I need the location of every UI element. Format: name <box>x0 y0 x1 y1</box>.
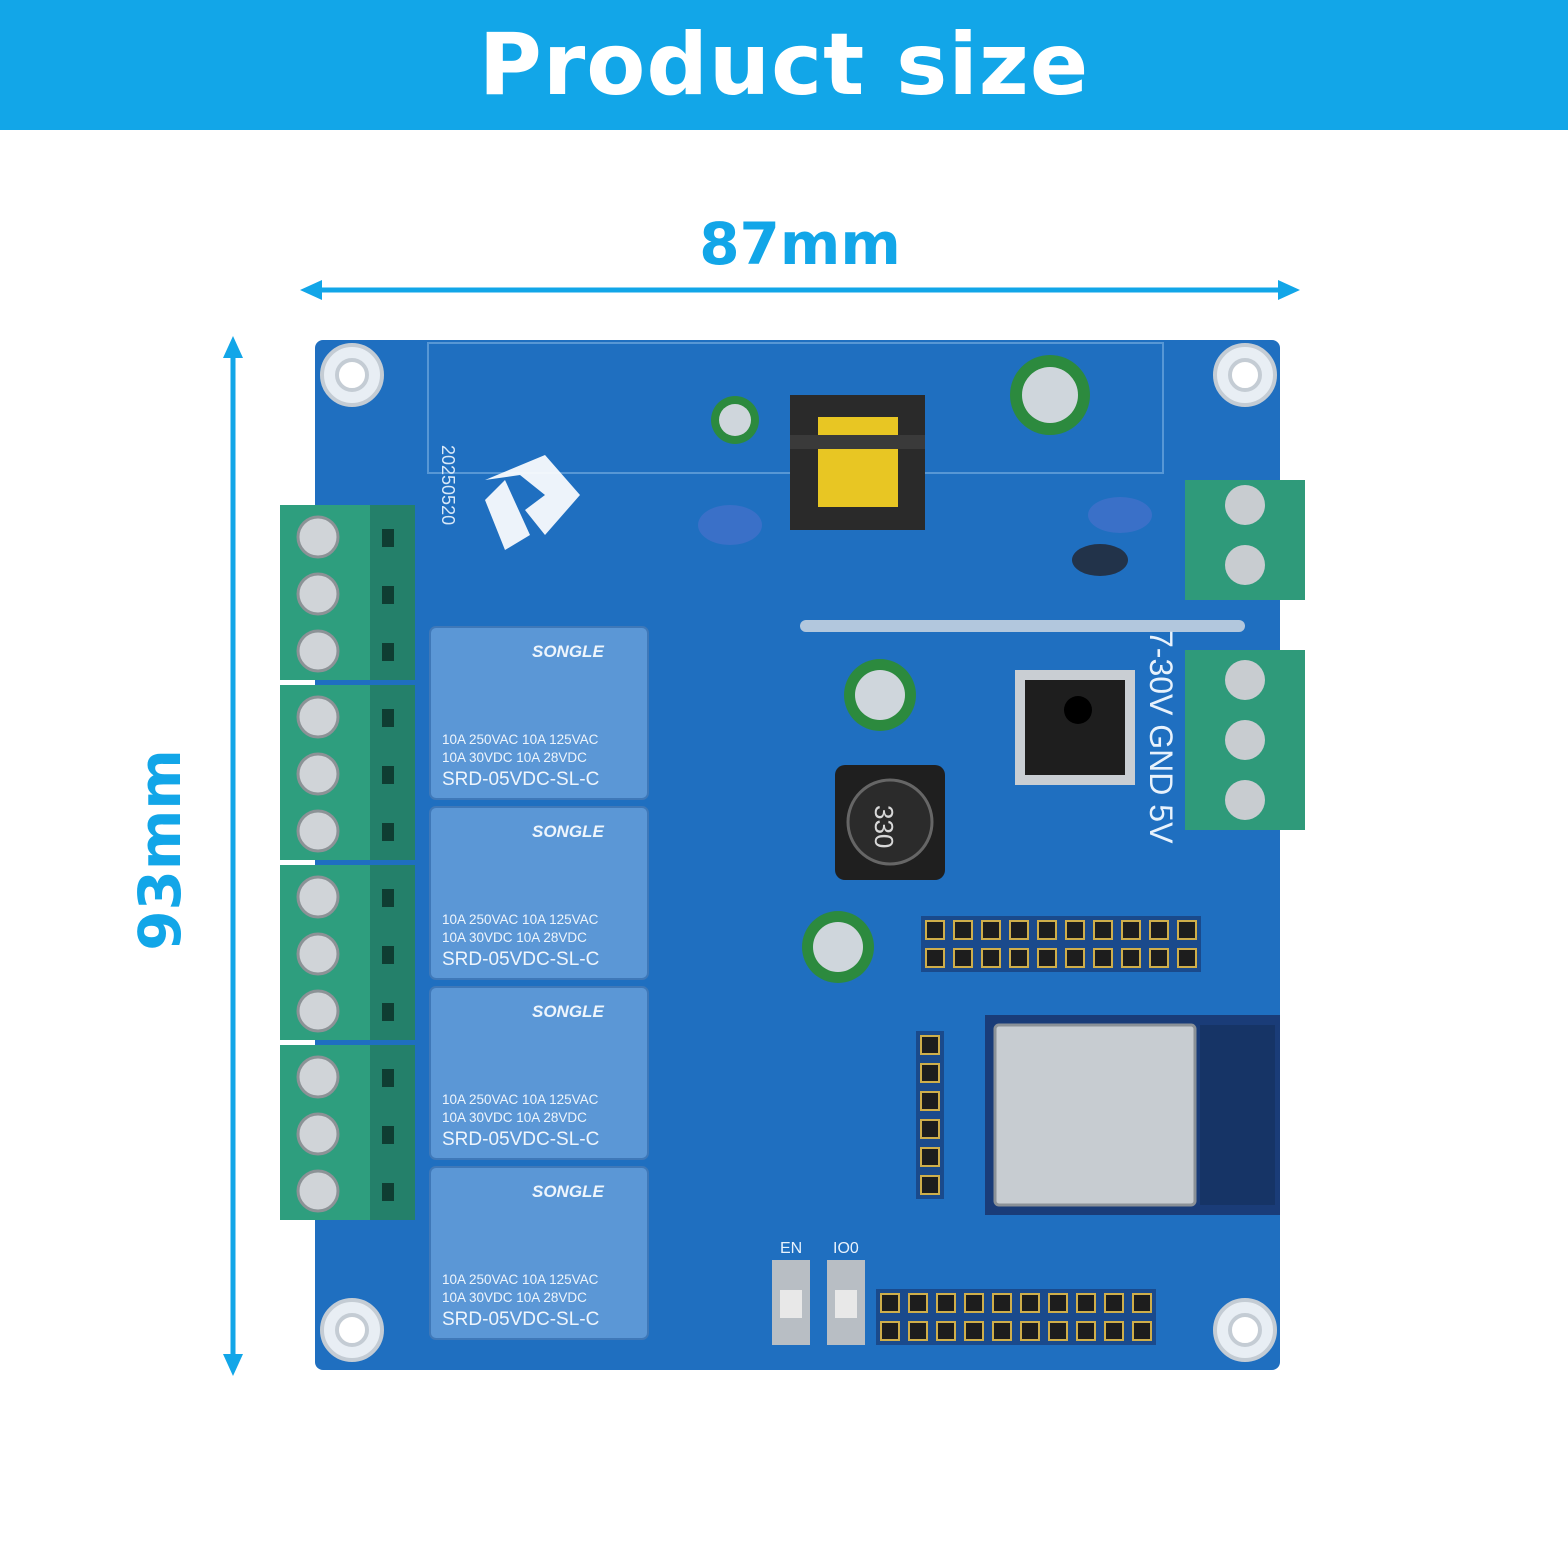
relay: SONGLE 10A 250VAC 10A 125VAC 10A 30VDC 10A… <box>429 626 649 800</box>
svg-text:10A 250VAC 10A 125VAC: 10A 250VAC 10A 125VAC <box>442 732 599 747</box>
svg-text:SRD-05VDC-SL-C: SRD-05VDC-SL-C <box>442 1309 599 1330</box>
dc-input-terminal <box>1185 650 1305 830</box>
voltage-regulator <box>1015 670 1135 785</box>
svg-text:10A 30VDC 10A 28VDC: 10A 30VDC 10A 28VDC <box>442 930 587 945</box>
svg-text:10A 30VDC 10A 28VDC: 10A 30VDC 10A 28VDC <box>442 1110 587 1125</box>
transformer <box>790 395 925 530</box>
terminal-block <box>280 505 415 680</box>
power-inductor: 330 <box>835 765 945 880</box>
terminal-block <box>280 1045 415 1220</box>
relay: SONGLE 10A 250VAC 10A 125VAC 10A 30VDC 10A… <box>429 806 649 980</box>
pin-header-side <box>916 1031 944 1199</box>
capacitors <box>711 355 1090 983</box>
logo-icon <box>485 455 580 550</box>
title-banner: Product size <box>0 0 1568 130</box>
svg-text:EN: EN <box>780 1240 802 1257</box>
terminal-block <box>280 685 415 860</box>
svg-text:10A 250VAC 10A 125VAC: 10A 250VAC 10A 125VAC <box>442 1092 599 1107</box>
banner-title: Product size <box>478 15 1090 115</box>
en-button: EN <box>772 1240 810 1345</box>
inductor-code: 330 <box>869 805 899 848</box>
svg-text:SRD-05VDC-SL-C: SRD-05VDC-SL-C <box>442 1129 599 1150</box>
relay-group: SONGLE 10A 250VAC 10A 125VAC 10A 30VDC 10A… <box>429 626 649 1340</box>
svg-text:SONGLE: SONGLE <box>532 1002 604 1021</box>
svg-text:SONGLE: SONGLE <box>532 822 604 841</box>
svg-text:10A 250VAC 10A 125VAC: 10A 250VAC 10A 125VAC <box>442 1272 599 1287</box>
height-arrow <box>223 336 243 1376</box>
svg-text:SRD-05VDC-SL-C: SRD-05VDC-SL-C <box>442 769 599 790</box>
pin-header-top <box>921 916 1201 972</box>
ac-input-terminal <box>1185 480 1305 600</box>
mounting-holes <box>320 343 1277 1362</box>
power-input-label: 7-30V GND 5V <box>1143 630 1179 844</box>
relay: SONGLE 10A 250VAC 10A 125VAC 10A 30VDC 10A… <box>429 1166 649 1340</box>
svg-text:SONGLE: SONGLE <box>532 642 604 661</box>
output-terminal-blocks <box>280 505 415 1220</box>
width-dimension-label: 87mm <box>699 210 901 278</box>
svg-text:SRD-05VDC-SL-C: SRD-05VDC-SL-C <box>442 949 599 970</box>
svg-text:10A 30VDC 10A 28VDC: 10A 30VDC 10A 28VDC <box>442 750 587 765</box>
svg-text:10A 30VDC 10A 28VDC: 10A 30VDC 10A 28VDC <box>442 1290 587 1305</box>
date-code: 20250520 <box>438 445 458 525</box>
pin-header-bottom <box>876 1289 1156 1345</box>
terminal-block <box>280 865 415 1040</box>
svg-text:SONGLE: SONGLE <box>532 1182 604 1201</box>
svg-text:IO0: IO0 <box>833 1240 859 1257</box>
svg-text:10A 250VAC 10A 125VAC: 10A 250VAC 10A 125VAC <box>442 912 599 927</box>
esp32-module <box>985 1015 1280 1215</box>
width-arrow <box>300 280 1300 300</box>
io0-button: IO0 <box>827 1240 865 1345</box>
relay: SONGLE 10A 250VAC 10A 125VAC 10A 30VDC 10A… <box>429 986 649 1160</box>
y-capacitors <box>698 497 1152 576</box>
height-dimension-label: 93mm <box>126 749 194 951</box>
relay-board-photo: 20250520 SONGLE 10A 250VAC 10A 125VAC 10A … <box>280 340 1305 1370</box>
